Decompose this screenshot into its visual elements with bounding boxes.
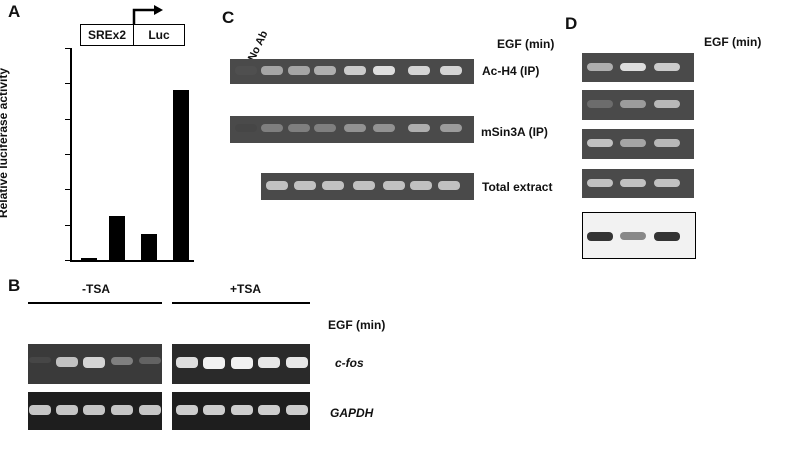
gapdh-band bbox=[286, 405, 308, 415]
panel-d-label: D bbox=[565, 14, 578, 33]
gapdh-band bbox=[231, 405, 253, 415]
acH4-band bbox=[288, 66, 310, 75]
gapdh-band bbox=[56, 405, 78, 415]
panel-d-band bbox=[587, 100, 613, 108]
panel-a-x-axis bbox=[70, 260, 194, 262]
minus-tsa-line bbox=[28, 302, 162, 304]
panel-d-band bbox=[654, 63, 680, 71]
total-extract-band bbox=[438, 181, 460, 190]
acH4-band bbox=[408, 66, 430, 75]
panel-a-bar bbox=[109, 215, 125, 260]
panel-a-y-tick bbox=[65, 260, 70, 261]
panel-a-bar bbox=[141, 233, 157, 260]
total-extract-band bbox=[294, 181, 316, 190]
cfos-label: c-fos bbox=[335, 356, 364, 370]
cfos-band bbox=[29, 357, 51, 364]
panel-a-y-tick bbox=[65, 154, 70, 155]
gapdh-band bbox=[139, 405, 161, 415]
total-extract-band bbox=[322, 181, 344, 190]
panel-a-y-tick bbox=[65, 83, 70, 85]
panel-a-y-tick bbox=[65, 224, 70, 226]
panel-d-band bbox=[587, 179, 613, 187]
no-ab-label: No Ab bbox=[246, 29, 271, 64]
panel-a-y-axis bbox=[70, 48, 72, 260]
total-extract-band bbox=[383, 181, 405, 190]
panel-d-band bbox=[654, 232, 680, 242]
panel-a-bar bbox=[173, 90, 189, 260]
panel-a-y-tick bbox=[65, 189, 70, 191]
msin3a-band bbox=[440, 124, 462, 132]
panel-a-bar bbox=[81, 258, 97, 260]
panel-d-band bbox=[654, 100, 680, 108]
cfos-band bbox=[111, 357, 133, 366]
plus-tsa-label: +TSA bbox=[230, 282, 262, 296]
panel-b-egf-label: EGF (min) bbox=[328, 318, 386, 332]
panel-d-band bbox=[620, 100, 646, 108]
msin3a-band bbox=[288, 124, 310, 132]
panel-d-band bbox=[620, 232, 646, 240]
panel-c-label: C bbox=[222, 8, 235, 27]
msin3a-band bbox=[408, 124, 430, 132]
panel-a-ylabel: Relative luciferase activity bbox=[0, 67, 11, 219]
acH4-band bbox=[440, 66, 462, 75]
gapdh-label: GAPDH bbox=[330, 406, 374, 420]
gapdh-band bbox=[29, 405, 51, 415]
msin3a-band bbox=[373, 124, 395, 132]
cfos-band bbox=[176, 357, 198, 369]
srex-box: SREx2 bbox=[80, 24, 134, 46]
panel-d-band bbox=[587, 232, 613, 242]
panel-d-egf-label: EGF (min) bbox=[704, 35, 762, 49]
acH4-band bbox=[235, 66, 257, 75]
panel-c-row2-label: mSin3A (IP) bbox=[481, 125, 548, 139]
acH4-band bbox=[261, 66, 283, 75]
gapdh-band bbox=[203, 405, 225, 415]
gapdh-band bbox=[258, 405, 280, 415]
panel-a-label: A bbox=[8, 2, 21, 21]
panel-a-y-tick bbox=[65, 118, 70, 120]
cfos-band bbox=[139, 357, 161, 365]
panel-c-egf-label: EGF (min) bbox=[497, 37, 555, 51]
panel-a-y-tick bbox=[65, 48, 70, 49]
minus-tsa-label: -TSA bbox=[82, 282, 110, 296]
cfos-band bbox=[286, 357, 308, 369]
panel-c-row3-label: Total extract bbox=[482, 180, 553, 194]
msin3a-band bbox=[261, 124, 283, 132]
cfos-band bbox=[83, 357, 105, 368]
acH4-band bbox=[314, 66, 336, 75]
gapdh-band bbox=[83, 405, 105, 415]
cfos-band bbox=[258, 357, 280, 369]
panel-d-band bbox=[654, 139, 680, 147]
gapdh-band bbox=[111, 405, 133, 415]
plus-tsa-line bbox=[172, 302, 310, 304]
cfos-band bbox=[56, 357, 78, 368]
promoter-arrow-icon bbox=[132, 5, 163, 24]
msin3a-band bbox=[235, 124, 257, 132]
panel-d-band bbox=[587, 63, 613, 71]
total-extract-band bbox=[266, 181, 288, 190]
panel-d-band bbox=[620, 179, 646, 187]
panel-b-label: B bbox=[8, 276, 21, 295]
cfos-band bbox=[203, 357, 225, 369]
msin3a-band bbox=[314, 124, 336, 132]
gapdh-band bbox=[176, 405, 198, 415]
panel-c-row1-label: Ac-H4 (IP) bbox=[482, 64, 540, 78]
panel-d-band bbox=[620, 63, 646, 71]
msin3a-band bbox=[344, 124, 366, 132]
panel-d-band bbox=[620, 139, 646, 147]
acH4-band bbox=[373, 66, 395, 75]
total-extract-band bbox=[410, 181, 432, 190]
luc-box: Luc bbox=[133, 24, 185, 46]
panel-d-band bbox=[654, 179, 680, 187]
panel-d-band bbox=[587, 139, 613, 147]
total-extract-band bbox=[353, 181, 375, 190]
acH4-band bbox=[344, 66, 366, 75]
cfos-band bbox=[231, 357, 253, 369]
